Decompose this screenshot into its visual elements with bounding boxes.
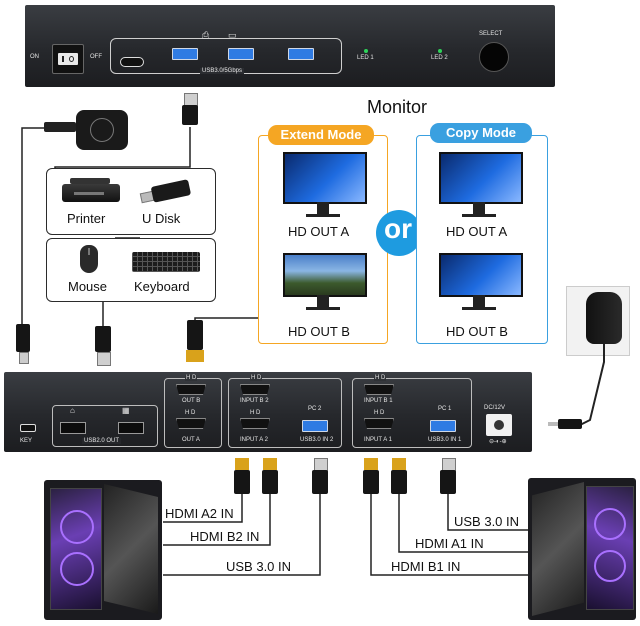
dc-port[interactable] [486,414,512,436]
micro-usb-plug [16,324,30,366]
power-adapter [586,292,622,344]
select-button[interactable] [479,42,509,72]
usb2-port-keyboard[interactable] [118,422,144,434]
hd-label-b1: H D [374,375,387,381]
keyboard-label: Keyboard [134,279,190,294]
hd-label-b2: H D [250,375,263,381]
led2-label: LED 2 [431,55,448,61]
usb3-port-2[interactable] [228,48,254,60]
dc-label: DC/12V [484,405,506,411]
hd-label-out-a: H D [185,410,196,416]
input-a1-label: INPUT A 1 [364,437,392,443]
extend-out-b-label: HD OUT B [288,324,350,339]
hd-label-a1: H D [374,410,385,416]
copy-monitor-b-stand [473,295,485,309]
printer-icon: ⎙ [202,30,210,40]
usb-plug-top [182,93,198,127]
out-a-label: OUT A [182,437,200,443]
pc2-group [228,378,342,448]
remote-key-switch[interactable] [76,110,128,150]
extend-out-a-label: HD OUT A [288,224,350,239]
copy-monitor-a-stand [473,202,485,216]
keyboard-port-icon: ▦ [122,406,130,415]
usb3-in-right-label: USB 3.0 IN [454,514,520,529]
led1-indicator [364,49,368,53]
input-b2-label: INPUT B 2 [240,398,269,404]
hdmi-plug-b1 [363,458,379,496]
hdmi-plug-a2 [234,458,250,496]
usb-plug-left [95,326,111,366]
remote-cable-plug [44,122,76,132]
usb3-port-1[interactable] [172,48,198,60]
dc-polarity-icon: ⊖-◐-⊕ [489,439,507,445]
copy-monitor-a-base [462,214,496,217]
extend-mode-title: Extend Mode [268,125,374,145]
hdmi-a2-in-label: HDMI A2 IN [165,506,234,521]
monitor-title: Monitor [367,97,428,117]
printer-label: Printer [67,211,106,226]
keyboard-image [132,252,200,272]
select-label: SELECT [479,31,503,37]
pc1-label: PC 1 [438,406,452,412]
usb3-in1-label: USB3.0 IN 1 [428,437,462,443]
mouse-image [80,245,98,273]
hdmi-plug-b2 [262,458,278,496]
extend-monitor-a-base [306,214,340,217]
usb3-in2-label: USB3.0 IN 2 [300,437,334,443]
or-label: or [384,213,412,244]
pc2-label: PC 2 [308,406,322,412]
input-b1-label: INPUT B 1 [364,398,393,404]
hdmi-a1-in-label: HDMI A1 IN [415,536,484,551]
hdmi-b1-in-label: HDMI B1 IN [391,559,461,574]
pc-tower-right [528,478,636,620]
hdmi-plug-out [186,320,204,364]
hd-label-a2: H D [250,410,261,416]
copy-mode-title: Copy Mode [430,123,532,143]
usb2-out-group [52,405,158,447]
extend-monitor-a [283,152,367,204]
mouse-port-icon: ⌂ [70,406,75,415]
pc-tower-left [44,480,162,620]
extend-monitor-a-stand [317,202,329,216]
usb-plug-pc2 [312,458,328,496]
led1-label: LED 1 [357,55,374,61]
usb-speed-label: USB3.0/5Gbps [200,68,245,74]
key-label: KEY [20,438,33,444]
key-port[interactable] [20,424,36,432]
copy-monitor-a [439,152,523,204]
copy-out-b-label: HD OUT B [446,324,508,339]
input-a2-label: INPUT A 2 [240,437,268,443]
copy-monitor-b [439,253,523,297]
pc1-group [352,378,472,448]
usb2-port-mouse[interactable] [60,422,86,434]
power-switch[interactable] [52,44,84,74]
power-on-label: ON [30,54,39,60]
copy-monitor-b-base [462,307,496,310]
usb-c-port[interactable] [120,57,144,67]
out-b-label: OUT B [182,398,201,404]
printer-image [62,178,122,202]
power-off-label: OFF [90,54,102,60]
extend-monitor-b-base [306,307,340,310]
extend-monitor-b-stand [317,295,329,309]
usb2-out-label: USB2.0 OUT [82,438,122,444]
usb3-in1-port[interactable] [430,420,456,432]
hdmi-plug-a1 [391,458,407,496]
usb-plug-pc1 [440,458,456,496]
dc-plug [548,419,582,429]
copy-out-a-label: HD OUT A [446,224,508,239]
led2-indicator [438,49,442,53]
usb3-in-left-label: USB 3.0 IN [226,559,292,574]
udisk-icon: ▭ [228,30,237,40]
or-badge [376,210,422,256]
mouse-label: Mouse [68,279,108,294]
hd-label-out-b: H D [185,375,198,381]
udisk-label: U Disk [142,211,181,226]
hdmi-b2-in-label: HDMI B2 IN [190,529,260,544]
usb3-in2-port[interactable] [302,420,328,432]
usb3-port-3[interactable] [288,48,314,60]
